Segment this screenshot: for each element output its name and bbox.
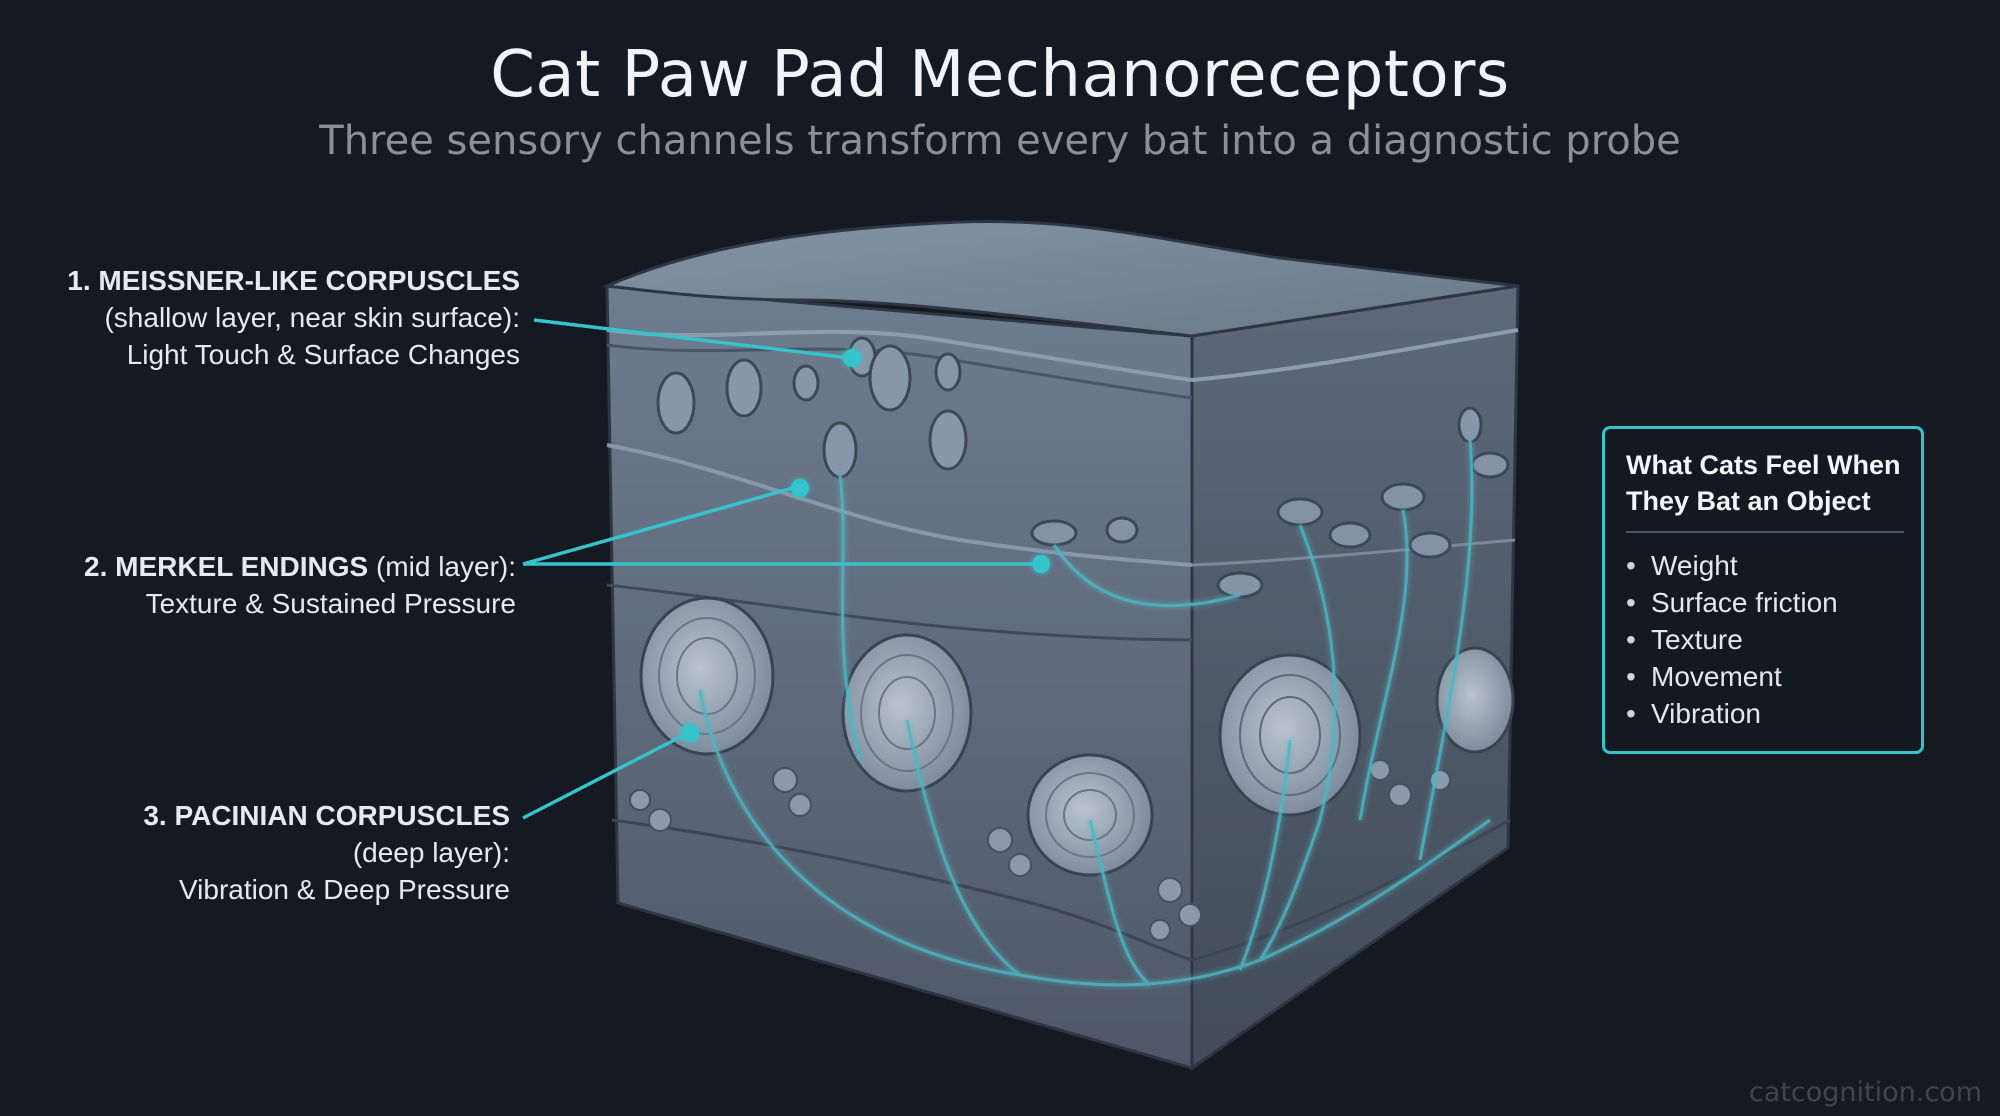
list-item-label: Surface friction [1651,587,1838,618]
bullet-icon: • [1626,587,1636,618]
meissner-function: Light Touch & Surface Changes [126,339,520,370]
meissner-corpuscles [656,336,1483,479]
merkel-heading: 2. MERKEL ENDINGS [84,551,369,582]
list-item: • Movement [1626,658,1838,695]
merkel-function: Texture & Sustained Pressure [145,588,516,619]
pacinian-location: (deep layer): [352,837,510,868]
meissner-heading: 1. MEISSNER-LIKE CORPUSCLES [67,265,520,296]
list-item: • Vibration [1626,695,1838,732]
pacinian-label: 3. PACINIAN CORPUSCLES (deep layer): Vib… [143,797,510,908]
pacinian-corpuscles [639,596,1515,877]
meissner-location: (shallow layer, near skin surface): [104,302,520,333]
list-item-label: Texture [1651,624,1743,655]
infobox-divider [1626,531,1904,533]
bullet-icon: • [1626,698,1636,729]
infobox-title: What Cats Feel When They Bat an Object [1626,450,1901,516]
page-title: Cat Paw Pad Mechanoreceptors [490,38,1510,112]
list-item-label: Movement [1651,661,1782,692]
merkel-label: 2. MERKEL ENDINGS (mid layer): Texture &… [84,548,516,622]
list-item: • Surface friction [1626,584,1838,621]
list-item-label: Weight [1651,550,1738,581]
bullet-icon: • [1626,624,1636,655]
merkel-location: (mid layer): [368,551,516,582]
cube-top-face [601,220,1519,338]
what-cats-feel-box: What Cats Feel When They Bat an Object •… [1602,426,1924,754]
page-subtitle: Three sensory channels transform every b… [319,118,1681,164]
bullet-icon: • [1626,550,1636,581]
bullet-icon: • [1626,661,1636,692]
leader-endpoint-dots [681,349,1050,742]
infobox-list: • Weight • Surface friction • Texture • Move… [1626,547,1838,732]
list-item: • Weight [1626,547,1838,584]
pacinian-function: Vibration & Deep Pressure [179,874,510,905]
nerve-fibers [698,439,1491,987]
pacinian-heading: 3. PACINIAN CORPUSCLES [143,800,510,831]
watermark: catcognition.com [1748,1077,1982,1108]
meissner-label: 1. MEISSNER-LIKE CORPUSCLES (shallow lay… [67,262,520,373]
list-item-label: Vibration [1651,698,1762,729]
leader-lines [522,318,1040,820]
list-item: • Texture [1626,621,1838,658]
